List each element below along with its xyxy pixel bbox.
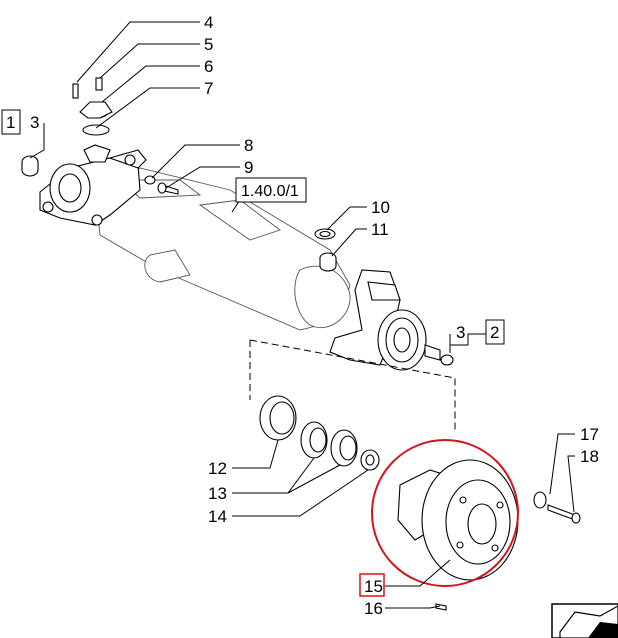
kingpin-stack xyxy=(72,77,113,163)
highlight-circle xyxy=(371,439,519,587)
callout-13: 13 xyxy=(208,484,227,503)
bearing-parts xyxy=(259,395,380,471)
differential-assembly xyxy=(397,459,519,581)
bolt-assembly-left xyxy=(144,175,179,195)
right-bushing xyxy=(424,344,454,366)
left-steering-knuckle xyxy=(39,149,147,226)
left-group-number: 3 xyxy=(30,113,39,132)
callout-11: 11 xyxy=(371,220,389,239)
callout-18: 18 xyxy=(580,447,599,466)
callout-15-highlight-box xyxy=(359,573,385,597)
callout-8: 8 xyxy=(244,136,253,155)
bolt-assembly-right xyxy=(533,491,581,524)
reference-label: 1.40.0/1 xyxy=(235,177,307,203)
callout-5: 5 xyxy=(204,35,213,54)
explode-guide-line xyxy=(249,339,456,430)
callout-labels: 4 5 6 7 8 9 10 11 12 13 14 15 16 17 18 xyxy=(204,13,599,618)
callout-10: 10 xyxy=(371,198,390,217)
right-group-box-number: 2 xyxy=(490,323,499,342)
callout-16: 16 xyxy=(364,599,383,618)
callout-12: 12 xyxy=(208,459,227,478)
left-bushing xyxy=(21,155,39,177)
left-group-box-number: 1 xyxy=(6,113,15,132)
reference-text: 1.40.0/1 xyxy=(241,183,299,200)
page-corner-icon[interactable] xyxy=(551,603,618,638)
callout-9: 9 xyxy=(244,158,253,177)
callout-14: 14 xyxy=(208,507,227,526)
callout-4: 4 xyxy=(204,13,213,32)
right-group-label: 3 2 xyxy=(456,319,505,345)
right-steering-knuckle xyxy=(329,269,427,371)
left-group-label: 1 3 xyxy=(1,109,39,135)
callout-6: 6 xyxy=(204,57,213,76)
callout-15: 15 xyxy=(364,577,383,596)
right-group-number: 3 xyxy=(456,323,465,342)
callout-7: 7 xyxy=(204,79,213,98)
callout-17: 17 xyxy=(580,425,599,444)
